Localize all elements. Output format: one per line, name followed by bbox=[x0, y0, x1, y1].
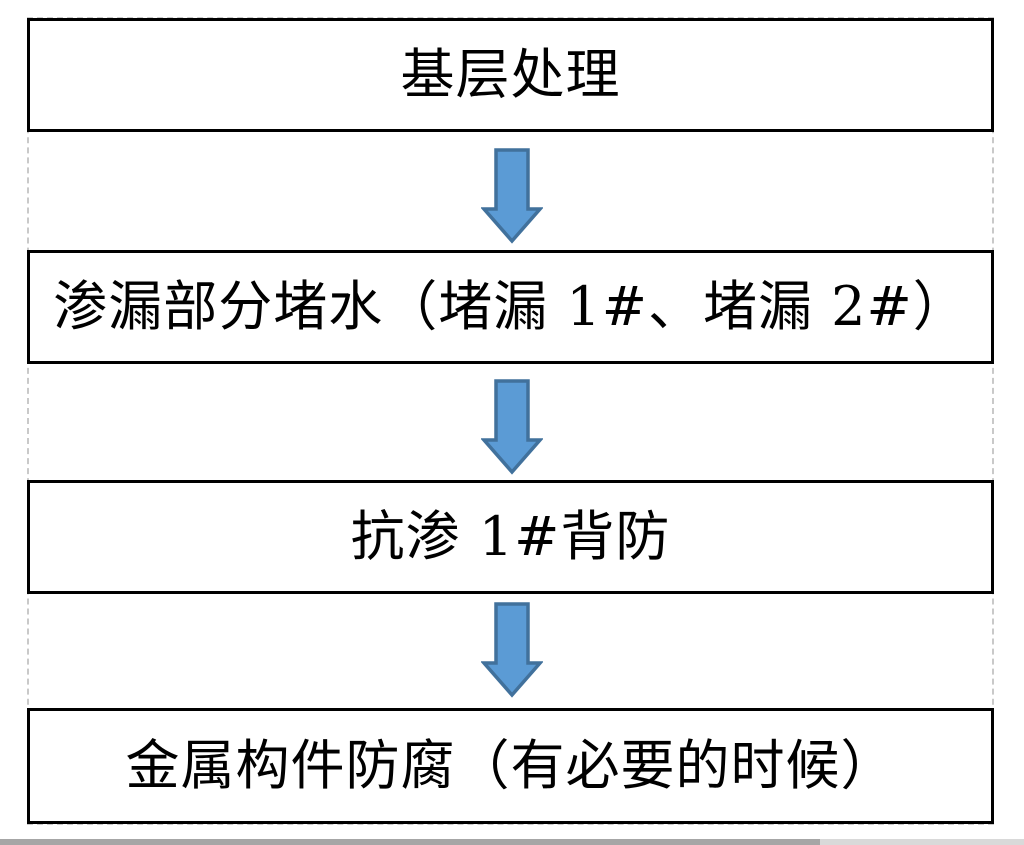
down-arrow-icon bbox=[481, 379, 543, 475]
flow-step-leak-plugging[interactable]: 渗漏部分堵水（堵漏 1#、堵漏 2#） bbox=[27, 250, 994, 364]
horizontal-scrollbar-thumb[interactable] bbox=[0, 839, 820, 845]
down-arrow-icon bbox=[481, 148, 543, 244]
horizontal-scrollbar-track[interactable] bbox=[0, 839, 1024, 845]
down-arrow-icon bbox=[481, 602, 543, 698]
flow-step-label: 基层处理 bbox=[400, 43, 621, 106]
flow-step-label: 金属构件防腐（有必要的时候） bbox=[125, 734, 896, 797]
flow-step-label: 渗漏部分堵水（堵漏 1#、堵漏 2#） bbox=[53, 275, 968, 338]
flow-step-base-treatment[interactable]: 基层处理 bbox=[27, 18, 994, 132]
flow-step-label: 抗渗 1#背防 bbox=[350, 505, 671, 568]
flow-step-antiseepage[interactable]: 抗渗 1#背防 bbox=[27, 480, 994, 594]
flow-step-anticorrosion[interactable]: 金属构件防腐（有必要的时候） bbox=[27, 708, 994, 824]
